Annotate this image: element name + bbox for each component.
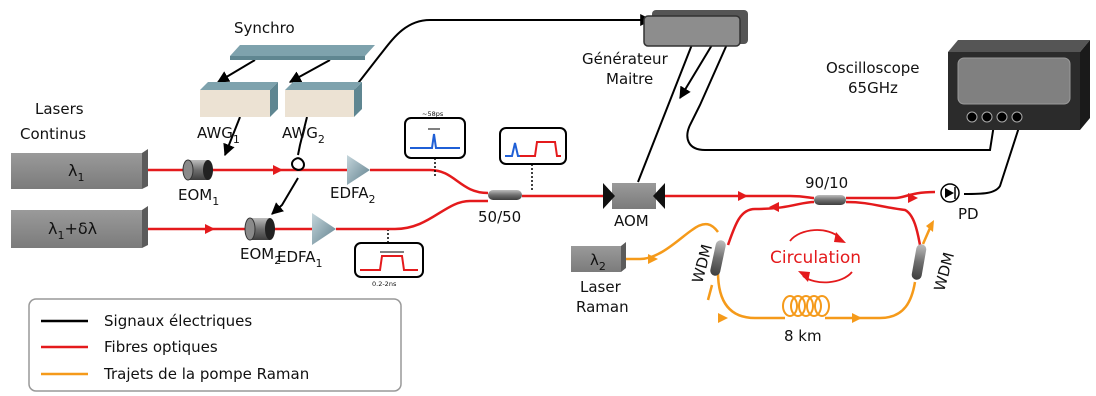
awg2-box <box>285 82 362 117</box>
laser2-box <box>11 206 148 248</box>
eom1 <box>182 159 213 181</box>
awg1-box <box>200 82 278 117</box>
wdm-right <box>911 244 927 280</box>
photodiode <box>940 183 960 203</box>
awg2-label: AWG2 <box>282 124 325 146</box>
eom2 <box>244 217 275 241</box>
circulation-arrowhead-2 <box>798 271 810 282</box>
laser-raman-box-label: λ2 <box>590 251 606 273</box>
generateur-label-2: Maitre <box>606 70 653 88</box>
coupler-90-10 <box>814 195 846 205</box>
aom-label: AOM <box>614 212 649 230</box>
edfa2-label: EDFA2 <box>330 184 376 206</box>
awg1-label: AWG1 <box>197 124 240 146</box>
coupler-50-50 <box>488 190 522 200</box>
edfa1-label: EDFA1 <box>277 248 323 270</box>
legend-label-raman: Trajets de la pompe Raman <box>103 365 309 383</box>
raman-pump-paths <box>622 222 932 320</box>
generateur-maitre-box <box>643 10 748 47</box>
lasers-label-2: Continus <box>20 125 86 143</box>
edfa2-triangle <box>347 155 370 185</box>
legend-label-electrical: Signaux électriques <box>104 312 252 330</box>
fiber-length-label: 8 km <box>784 327 822 345</box>
wdm-right-label: WDM <box>930 250 958 293</box>
oscilloscope-box <box>948 40 1090 130</box>
electrical-lines <box>216 14 1023 215</box>
eom1-label: EOM1 <box>178 186 219 208</box>
pulse-width-long: 0.2-2ns <box>372 280 397 288</box>
lasers-label-1: Lasers <box>35 100 84 118</box>
wdm-left <box>710 240 726 276</box>
circulation-label: Circulation <box>770 248 861 268</box>
laser2-label: λ1+δλ <box>48 219 97 242</box>
pulse-inset-long <box>354 230 424 278</box>
oscilloscope-label-1: Oscilloscope <box>826 59 920 77</box>
circulation-arrowhead-1 <box>834 232 846 243</box>
laser-raman-label-2: Raman <box>576 298 629 316</box>
laser1-label: λ1 <box>68 161 84 184</box>
optical-fibres <box>148 168 936 246</box>
legend: Signaux électriques Fibres optiques Traj… <box>28 298 402 392</box>
fiber-spool <box>782 295 830 317</box>
optical-arrows <box>205 165 918 234</box>
laser1-box <box>11 149 148 189</box>
pulse-inset-combined <box>499 127 567 190</box>
generateur-label-1: Générateur <box>582 50 669 68</box>
coupler-90-label: 90/10 <box>805 174 848 192</box>
synchro-box <box>230 45 375 60</box>
legend-label-optical: Fibres optiques <box>104 338 218 356</box>
edfa1-triangle <box>312 213 336 245</box>
laser-raman-box <box>571 242 626 272</box>
pulse-width-short: ~58ps <box>422 110 444 118</box>
eom2-label: EOM2 <box>240 245 281 267</box>
pulse-inset-short <box>404 117 466 178</box>
pd-label: PD <box>958 205 979 223</box>
laser-raman-label-1: Laser <box>580 278 622 296</box>
raman-arrows <box>648 220 934 323</box>
oscilloscope-label-2: 65GHz <box>848 79 898 97</box>
coupler-50-label: 50/50 <box>478 208 521 226</box>
synchro-label: Synchro <box>234 19 295 37</box>
aom <box>603 183 665 209</box>
